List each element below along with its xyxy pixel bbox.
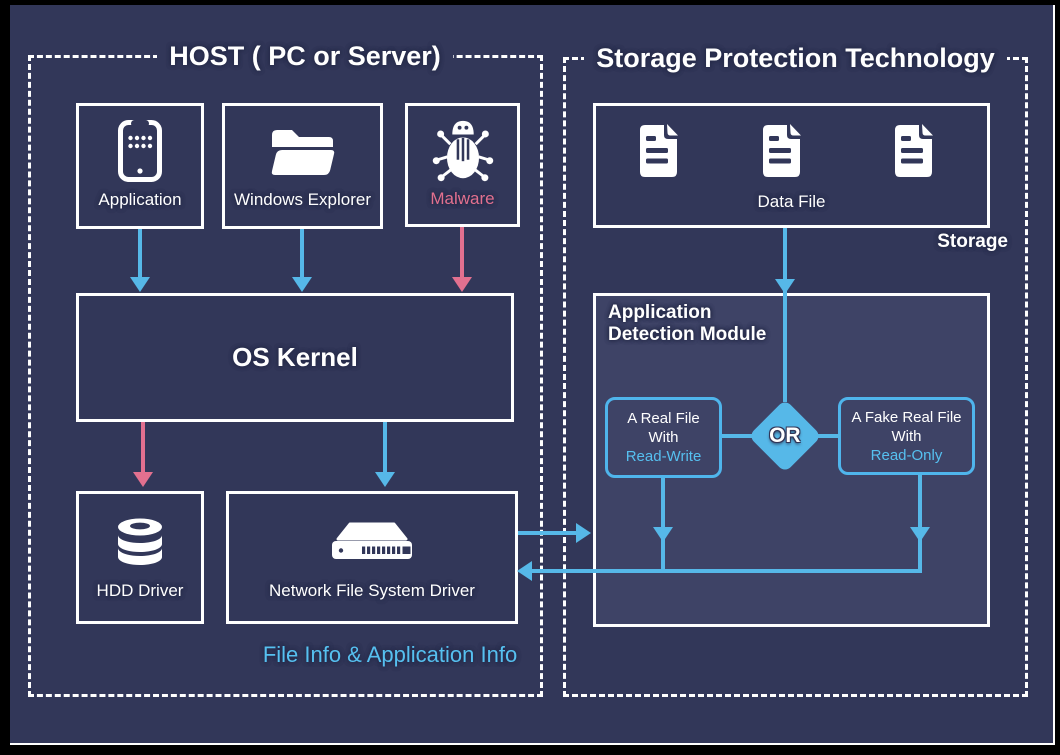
- arrowhead-application-kernel: [130, 277, 150, 292]
- arrowhead-fakefile-down: [910, 527, 930, 542]
- connector-diamond-right: [816, 434, 840, 438]
- host-title: HOST ( PC or Server): [130, 41, 480, 71]
- arrowhead-kernel-hdd: [133, 472, 153, 487]
- document-icon: [640, 124, 678, 177]
- os-kernel-box: OS Kernel: [76, 293, 514, 422]
- real-file-box: A Real File With Read-Write: [605, 397, 722, 478]
- database-icon: [118, 518, 162, 565]
- real-file-line2: With: [648, 429, 679, 446]
- arrowhead-nfs-to-module: [576, 523, 591, 543]
- arrowhead-explorer-kernel: [292, 277, 312, 292]
- malware-label: Malware: [430, 189, 495, 208]
- hdd-driver-box: HDD Driver: [76, 491, 204, 624]
- detection-module-title: Application Detection Module: [608, 302, 767, 345]
- arrow-explorer-kernel: [300, 229, 304, 279]
- windows-explorer-label: Windows Explorer: [234, 190, 371, 209]
- storage-caption: Storage: [937, 231, 1008, 252]
- application-box: Application: [76, 103, 204, 229]
- arrow-fakefile-down: [918, 475, 922, 573]
- arrowhead-module-to-nfs: [517, 561, 532, 581]
- fake-file-line2: With: [891, 427, 922, 445]
- nfs-driver-label: Network File System Driver: [269, 581, 475, 600]
- application-label: Application: [98, 190, 182, 209]
- or-label: OR: [769, 424, 801, 447]
- file-info-label: File Info & Application Info: [262, 642, 518, 667]
- arrowhead-realfile-down: [653, 527, 673, 542]
- data-file-box: Data File: [593, 103, 990, 228]
- bug-icon: [432, 120, 493, 182]
- real-file-line1: A Real File: [627, 410, 700, 427]
- storage-title: Storage Protection Technology: [563, 43, 1028, 73]
- arrowhead-malware-kernel: [452, 277, 472, 292]
- arrow-malware-kernel: [460, 227, 464, 279]
- smartphone-icon: [118, 120, 162, 182]
- real-file-line3: Read-Write: [625, 448, 702, 465]
- open-folder-icon: [271, 130, 334, 175]
- document-icon: [763, 124, 801, 177]
- malware-box: Malware: [405, 103, 520, 227]
- windows-explorer-box: Windows Explorer: [222, 103, 383, 229]
- arrow-kernel-hdd: [141, 422, 145, 474]
- fake-file-line1: A Fake Real File: [851, 408, 962, 426]
- network-device-icon: [332, 522, 412, 559]
- arrow-application-kernel: [138, 229, 142, 279]
- arrow-kernel-nfs: [383, 422, 387, 474]
- document-icon: [895, 124, 933, 177]
- arrow-datafile-module: [783, 228, 787, 402]
- arrowhead-datafile-module: [775, 279, 795, 294]
- hdd-driver-label: HDD Driver: [96, 581, 184, 600]
- data-file-label: Data File: [757, 192, 826, 211]
- fake-file-box: A Fake Real File With Read-Only: [838, 397, 975, 475]
- arrowhead-kernel-nfs: [375, 472, 395, 487]
- arrow-nfs-to-module: [518, 531, 578, 535]
- nfs-driver-box: Network File System Driver: [226, 491, 518, 624]
- os-kernel-label: OS Kernel: [232, 342, 358, 372]
- connector-diamond-left: [722, 434, 752, 438]
- arrow-module-to-nfs: [531, 569, 922, 573]
- arrow-realfile-down: [661, 478, 665, 573]
- fake-file-line3: Read-Only: [870, 446, 943, 464]
